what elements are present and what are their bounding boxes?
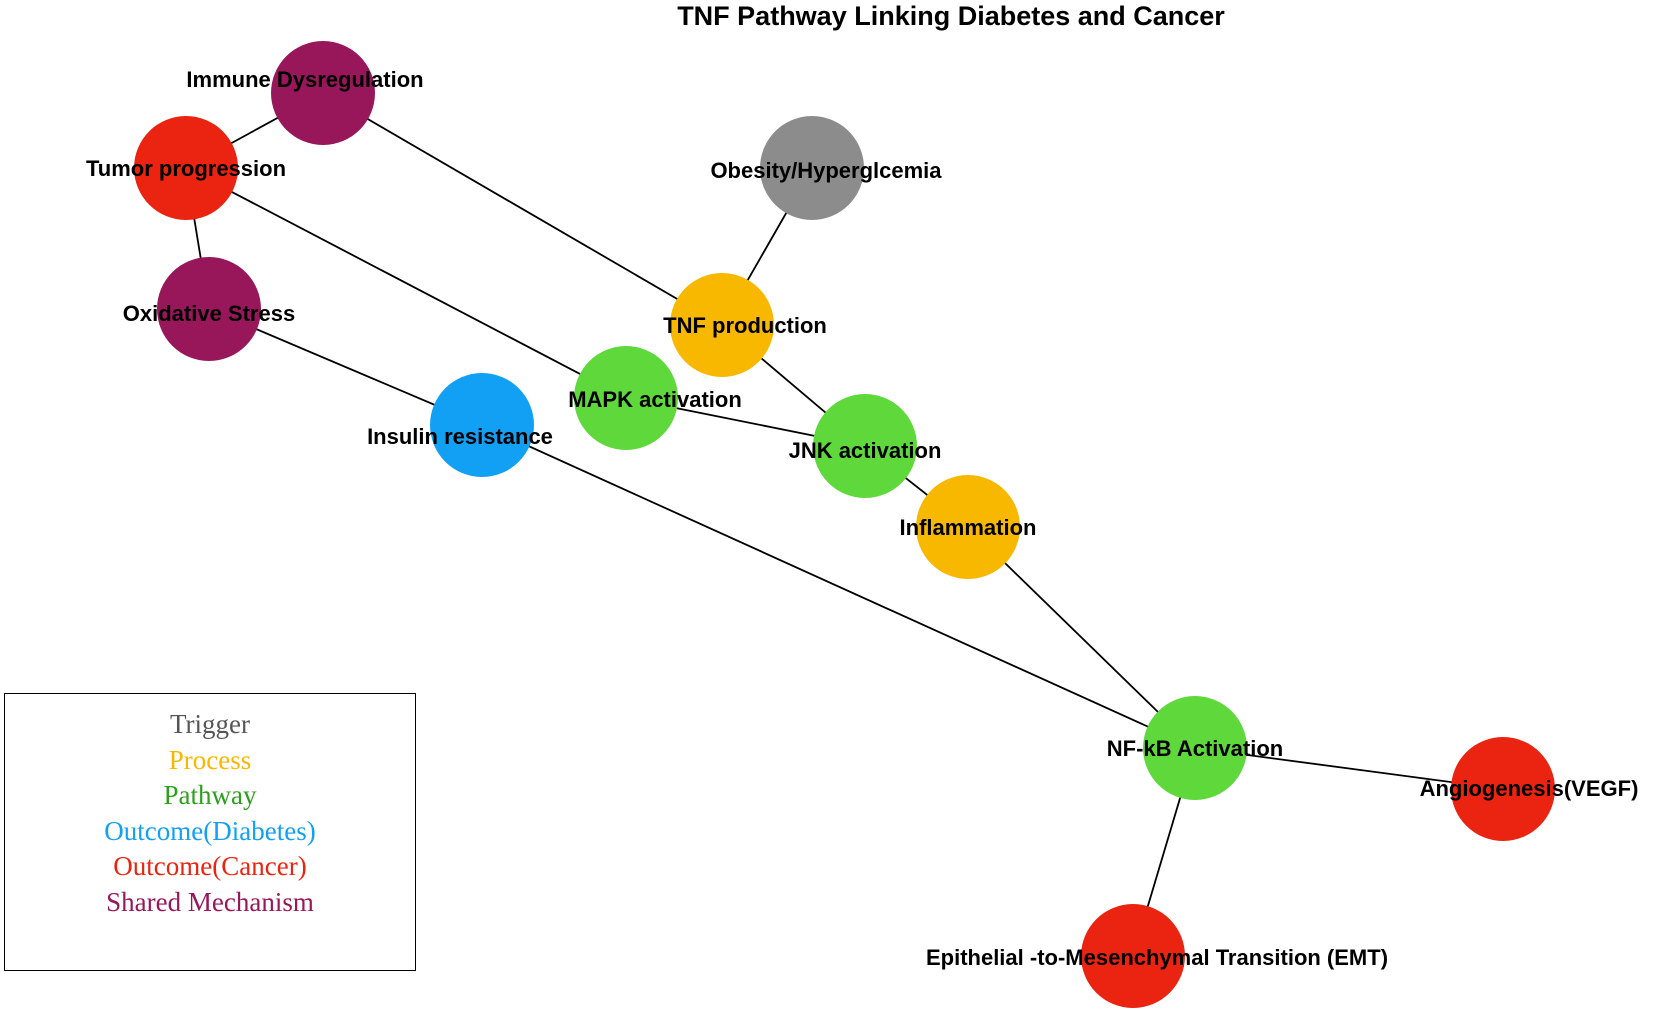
legend-item-outcome-diabetes: Outcome(Diabetes)	[104, 815, 316, 846]
node-angio	[1451, 737, 1555, 841]
edge-inflammation-nfkb	[967, 526, 1196, 749]
edge-insulin-nfkb	[481, 424, 1196, 749]
node-label-tumor: Tumor progression	[86, 156, 286, 181]
node-obesity	[760, 116, 864, 220]
node-label-jnk: JNK activation	[789, 438, 942, 463]
node-label-insulin: Insulin resistance	[367, 424, 553, 449]
node-label-mapk: MAPK activation	[568, 387, 742, 412]
legend-item-process: Process	[168, 744, 252, 775]
node-tumor	[134, 116, 238, 220]
node-label-immune: Immune Dysregulation	[186, 67, 423, 92]
legend-item-pathway: Pathway	[163, 780, 257, 810]
node-inflammation	[916, 475, 1020, 579]
node-label-obesity: Obesity/Hyperglcemia	[710, 158, 942, 183]
node-emt	[1081, 904, 1185, 1008]
legend-item-trigger: Trigger	[169, 709, 250, 739]
node-label-tnf: TNF production	[663, 313, 827, 338]
node-immune	[271, 41, 375, 145]
node-mapk	[574, 346, 678, 450]
edge-immune-tnf	[322, 92, 723, 326]
node-oxidative	[157, 257, 261, 361]
node-label-nfkb: NF-kB Activation	[1107, 736, 1283, 761]
node-label-inflammation: Inflammation	[900, 515, 1037, 540]
node-tnf	[670, 273, 774, 377]
node-jnk	[813, 394, 917, 498]
edge-tumor-mapk	[185, 167, 627, 399]
node-nfkb	[1143, 696, 1247, 800]
diagram-title: TNF Pathway Linking Diabetes and Cancer	[677, 1, 1225, 31]
legend-item-shared: Shared Mechanism	[106, 886, 314, 917]
node-insulin	[430, 373, 534, 477]
node-label-oxidative: Oxidative Stress	[123, 301, 295, 326]
node-label-angio: Angiogenesis(VEGF)	[1420, 776, 1639, 801]
node-label-emt: Epithelial -to-Mesenchymal Transition (E…	[926, 945, 1388, 970]
legend-item-outcome-cancer: Outcome(Cancer)	[113, 851, 307, 881]
nodes-layer	[134, 41, 1555, 1008]
